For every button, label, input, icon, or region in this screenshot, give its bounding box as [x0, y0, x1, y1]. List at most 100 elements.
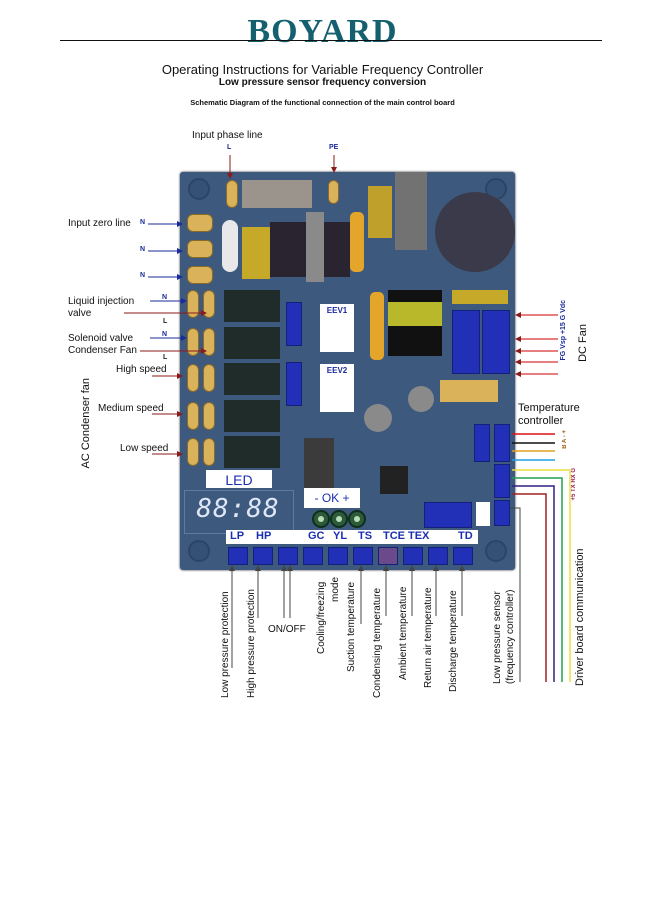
- document-subtitle: Low pressure sensor frequency conversion: [218, 77, 427, 88]
- buzzer: [364, 404, 392, 432]
- low-pressure-protection-label: Low pressure protection: [220, 591, 231, 698]
- minus-button[interactable]: [312, 510, 330, 528]
- terminal: [187, 438, 199, 466]
- wire-5v: [512, 493, 547, 682]
- port-YL: [328, 547, 348, 565]
- wire-g: [512, 469, 571, 682]
- solenoid-valve-label: Solenoid valve: [68, 333, 134, 344]
- port-on-off: [278, 547, 298, 565]
- return-air-temperature-label: Return air temperature: [423, 587, 434, 688]
- terminal-PE: [328, 180, 339, 204]
- cooling-freezing-label: Cooling/freezing: [316, 581, 327, 654]
- terminal: [203, 402, 215, 430]
- temp-controller-connector: [474, 424, 490, 462]
- liquid-injection-label: Liquid injection: [68, 296, 135, 307]
- ac-condenser-fan-label: AC Condenser fan: [80, 378, 92, 469]
- on-off-label: ON/OFF: [268, 624, 306, 635]
- port-label-HP: HP: [256, 530, 272, 542]
- port-label-TD: TD: [458, 530, 473, 542]
- yellow-block: [452, 290, 508, 304]
- n-label: N: [140, 219, 146, 226]
- small-conn-label-pad: [476, 502, 490, 526]
- mount-hole: [188, 178, 210, 200]
- brand-logo: BOYARD: [247, 13, 398, 50]
- dip-switch[interactable]: [424, 502, 472, 528]
- buzzer: [408, 386, 434, 412]
- condenser-fan-label: Condenser Fan: [68, 345, 137, 356]
- port-LP: [228, 547, 248, 565]
- terminal-N: [187, 240, 213, 258]
- led-digits: 88:88: [196, 494, 280, 524]
- terminal: [203, 438, 215, 466]
- terminal-N: [187, 266, 213, 284]
- resistor-array: [440, 380, 498, 402]
- keypad-label: - OK +: [314, 491, 350, 505]
- chip: [380, 466, 408, 494]
- white-capacitor: [222, 220, 238, 272]
- wire-tx: [512, 485, 555, 682]
- temp-controller-connector: [494, 424, 510, 462]
- condensing-temperature-label: Condensing temperature: [372, 587, 383, 698]
- low-speed-label: Low speed: [120, 443, 169, 454]
- n-label: N: [162, 331, 168, 338]
- cooling-freezing-label-2: mode: [330, 576, 341, 602]
- microcontroller: [304, 438, 334, 496]
- terminal: [187, 290, 199, 318]
- driver-pins-label: +5 TX RX G: [571, 468, 577, 501]
- port-GC: [303, 547, 323, 565]
- n-label: N: [140, 272, 146, 279]
- wire-rx: [512, 477, 563, 682]
- yellow-block: [368, 186, 392, 238]
- terminal-N: [187, 214, 213, 232]
- discharge-temperature-label: Discharge temperature: [448, 590, 459, 692]
- dc-fan-label: DC Fan: [577, 324, 589, 362]
- relay: [224, 290, 280, 322]
- temperature-controller-label: Temperature: [518, 402, 580, 414]
- mount-hole: [188, 540, 210, 562]
- terminal: [203, 328, 215, 356]
- port-TD: [453, 547, 473, 565]
- driver-board-connector: [494, 464, 510, 498]
- keypad-label-pad: [304, 488, 360, 508]
- terminal: [203, 290, 215, 318]
- fan-connector-header: [395, 172, 427, 250]
- ok-button[interactable]: [330, 510, 348, 528]
- l-label: L: [163, 354, 168, 361]
- control-board: EEV1 EEV2 LED 88:88 - OK + LP HP GC YL T…: [180, 172, 515, 570]
- mount-hole: [485, 540, 507, 562]
- temp-pins-label: B A - +: [562, 430, 568, 449]
- terminal: [187, 328, 199, 356]
- terminal: [187, 402, 199, 430]
- led-label: LED: [225, 472, 253, 488]
- dc-fan-connector: [452, 310, 480, 374]
- transformer-core: [388, 302, 442, 326]
- input-zero-line-label: Input zero line: [68, 218, 131, 229]
- port-label-LP: LP: [230, 530, 245, 542]
- l-label: L: [163, 318, 168, 325]
- yellow-capacitor: [242, 227, 270, 279]
- pe-label: PE: [329, 144, 339, 151]
- high-speed-label: High speed: [116, 364, 167, 375]
- orange-capacitor: [350, 212, 364, 272]
- liquid-injection-label-2: valve: [68, 308, 92, 319]
- relay: [224, 327, 280, 359]
- relay: [224, 363, 280, 395]
- input-phase-line-label: Input phase line: [192, 130, 263, 141]
- high-pressure-protection-label: High pressure protection: [246, 589, 257, 698]
- dc-fan-connector: [482, 310, 510, 374]
- plus-button[interactable]: [348, 510, 366, 528]
- relay: [224, 436, 280, 468]
- port-TCE: [378, 547, 398, 565]
- port-label-TCE: TCE: [383, 530, 405, 542]
- heatsink: [306, 212, 324, 282]
- low-pressure-sensor-connector: [494, 500, 510, 526]
- low-pressure-sensor-label: Low pressure sensor: [492, 591, 503, 684]
- port-TS: [353, 547, 373, 565]
- eev2-panel: [320, 364, 354, 412]
- driver-board-communication-label: Driver board communication: [574, 548, 586, 686]
- port-label-GC: GC: [308, 530, 325, 542]
- eev1-panel: [320, 304, 354, 352]
- dc-fan-pins-label: FG Vsp +15 G Vdc: [560, 300, 567, 361]
- medium-speed-label: Medium speed: [98, 403, 164, 414]
- port-TEX: [403, 547, 423, 565]
